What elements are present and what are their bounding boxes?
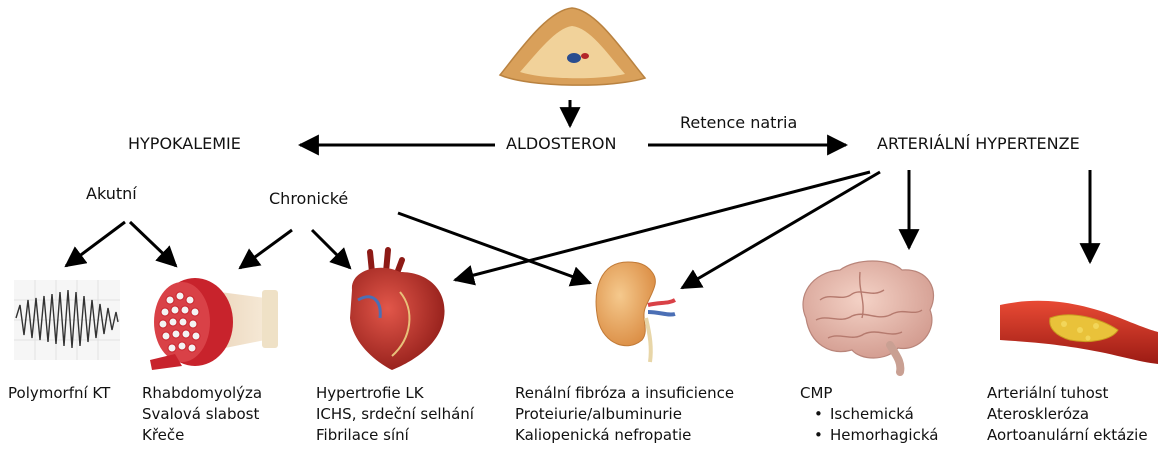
caption-line: Hypertrofie LK [316,383,474,404]
caption-heart: Hypertrofie LK ICHS, srdeční selhání Fib… [316,383,474,446]
arrow-chronicke-kidney [398,213,590,283]
kidney-icon [596,262,675,362]
hypertenze-label: ARTERIÁLNÍ HYPERTENZE [877,136,1080,152]
caption-vessel: Arteriální tuhost Ateroskleróza Aortoanu… [987,383,1148,446]
caption-line: Ateroskleróza [987,404,1148,425]
arrow-akutni-muscle [130,222,176,266]
caption-line: Renální fibróza a insuficience [515,383,734,404]
caption-line: Arteriální tuhost [987,383,1148,404]
caption-line: Proteiurie/albuminurie [515,404,734,425]
ecg-trace-icon [14,280,120,360]
arrow-hypertenze-heart [455,172,870,280]
caption-line: ICHS, srdeční selhání [316,404,474,425]
artery-plaque-icon [1000,301,1158,364]
aldosteron-label: ALDOSTERON [506,136,617,152]
caption-line: Křeče [142,425,262,446]
heart-icon [350,250,445,370]
muscle-bundle-icon [150,278,278,370]
caption-kt: Polymorfní KT [8,383,110,404]
cmp-list: Ischemická Hemorhagická [800,404,938,446]
akutni-label: Akutní [86,186,137,202]
arrow-chronicke-heart [312,230,350,268]
retence-natria-label: Retence natria [680,115,797,131]
caption-rhabdo: Rhabdomyolýza Svalová slabost Křeče [142,383,262,446]
arrows [66,100,1090,288]
caption-kidney: Renální fibróza a insuficience Proteiuri… [515,383,734,446]
caption-cmp: CMP Ischemická Hemorhagická [800,383,938,446]
adrenal-gland-icon [500,8,645,85]
caption-line: Fibrilace síní [316,425,474,446]
hypokalemie-label: HYPOKALEMIE [128,136,241,152]
caption-line: Rhabdomyolýza [142,383,262,404]
arrow-akutni-kt [66,222,125,266]
caption-line: Svalová slabost [142,404,262,425]
caption-line: CMP [800,383,938,404]
cmp-list-item: Ischemická [816,404,938,425]
caption-line: Polymorfní KT [8,383,110,404]
caption-line: Aortoanulární ektázie [987,425,1148,446]
caption-line: Kaliopenická nefropatie [515,425,734,446]
arrow-chronicke-muscle [240,230,292,268]
cmp-list-item: Hemorhagická [816,425,938,446]
chronicke-label: Chronické [269,191,348,207]
brain-icon [803,261,934,372]
